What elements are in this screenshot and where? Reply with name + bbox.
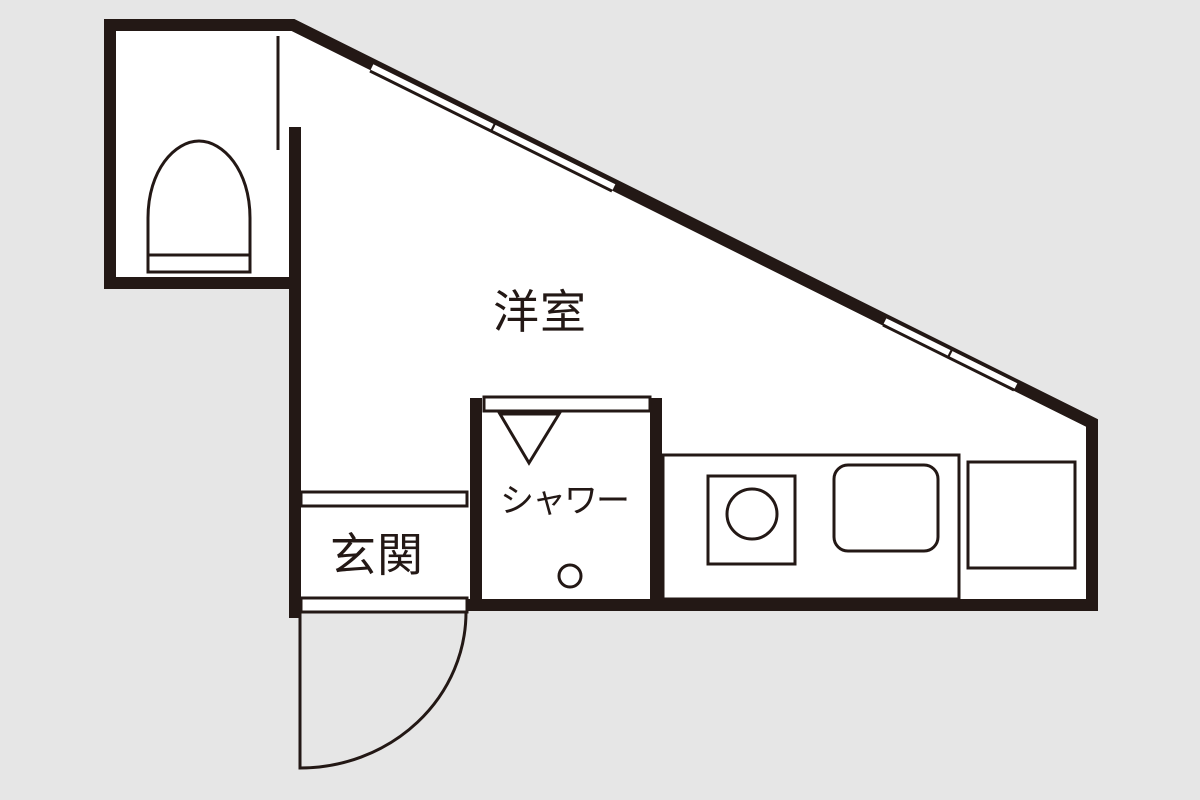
fridge-space — [966, 460, 1077, 570]
kitchen-counter — [661, 453, 1077, 601]
outer-walls — [104, 19, 1098, 618]
kitchen-sink — [832, 463, 940, 553]
entry-door-swing — [298, 611, 468, 770]
shower-drain — [557, 563, 583, 589]
entrance-label: 玄関 — [330, 528, 424, 582]
shower-walls — [470, 395, 662, 608]
shower-label: シャワー — [500, 481, 630, 521]
toilet-bowl — [146, 139, 252, 274]
stove-burner — [725, 487, 779, 541]
main-room-label: 洋室 — [493, 285, 587, 339]
entrance-area — [298, 490, 469, 770]
windows — [369, 61, 1019, 392]
